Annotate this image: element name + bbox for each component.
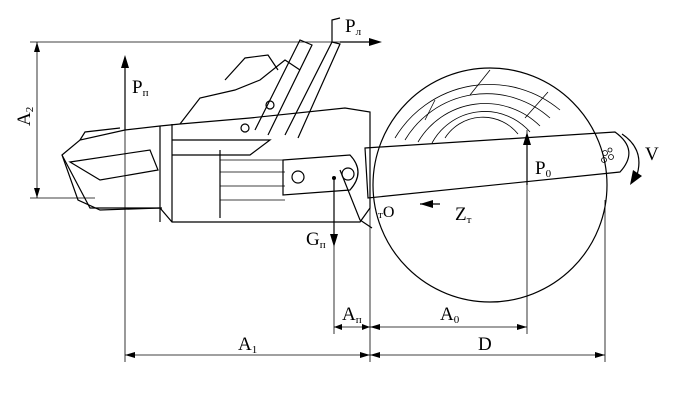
- saw-body: [61, 54, 373, 229]
- label-a2: A2: [14, 107, 36, 126]
- label-a-p: Aп: [342, 304, 362, 326]
- label-a1: A1: [238, 334, 257, 356]
- label-p0: P0: [535, 158, 552, 180]
- label-d: D: [478, 334, 492, 355]
- label-g-p: Gп: [306, 229, 326, 251]
- label-p-l: Pл: [345, 16, 362, 38]
- top-handle: [254, 17, 341, 139]
- label-z-t: Zт: [455, 204, 472, 226]
- cutting-disc: [372, 67, 608, 303]
- label-v: V: [645, 144, 659, 165]
- force-arrows: [121, 38, 642, 247]
- label-p-p: Pп: [132, 77, 149, 99]
- guide-bar: [364, 131, 630, 199]
- label-t-o: тO: [378, 204, 394, 221]
- label-a0: A0: [440, 304, 460, 326]
- dimension-lines: [30, 41, 606, 362]
